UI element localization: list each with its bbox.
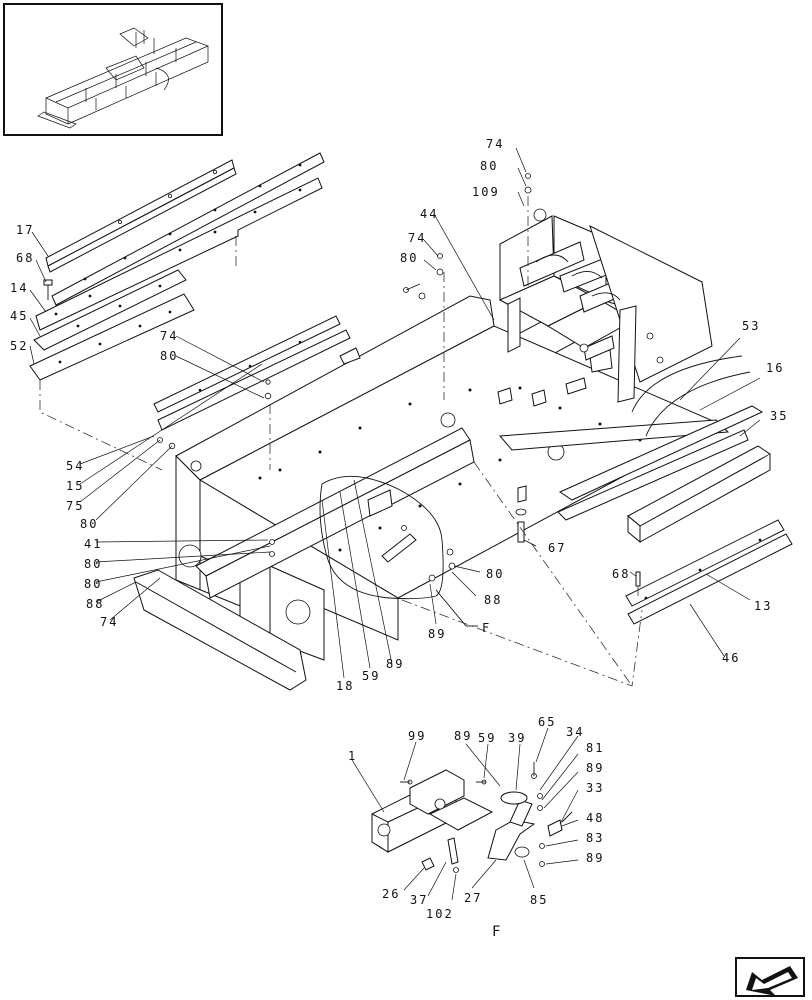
callout-80: 80 xyxy=(80,517,98,531)
plate-upper xyxy=(51,152,325,306)
callout-16: 16 xyxy=(766,361,784,375)
main-frame xyxy=(133,295,771,691)
callout-53: 53 xyxy=(742,319,760,333)
detail-f-title: F xyxy=(492,924,500,940)
callout-67: 67 xyxy=(548,541,566,555)
callout-89: 89 xyxy=(386,657,404,671)
top-rail-17 xyxy=(45,159,237,273)
callout-89: 89 xyxy=(454,729,472,743)
callout-83: 83 xyxy=(586,831,604,845)
plate-52 xyxy=(29,293,195,381)
callout-74: 74 xyxy=(100,615,118,629)
overview-thumbnail xyxy=(3,3,223,136)
plate-14 xyxy=(35,177,323,331)
callout-74: 74 xyxy=(408,231,426,245)
strip-middle xyxy=(153,315,351,431)
centre-lines xyxy=(39,196,643,687)
bolt-68-top xyxy=(43,279,53,300)
callout-68: 68 xyxy=(612,567,630,581)
callout-54: 54 xyxy=(66,459,84,473)
callout-88: 88 xyxy=(86,597,104,611)
callout-68: 68 xyxy=(16,251,34,265)
callout-89: 89 xyxy=(586,851,604,865)
plates-13-46 xyxy=(625,519,793,625)
callout-85: 85 xyxy=(530,893,548,907)
callout-46: 46 xyxy=(722,651,740,665)
callout-15: 15 xyxy=(66,479,84,493)
callout-102: 102 xyxy=(426,907,454,921)
callout-52: 52 xyxy=(10,339,28,353)
callout-labels-detail: 99 89 59 39 65 34 81 89 33 1 48 83 89 26… xyxy=(348,715,604,940)
callout-88: 88 xyxy=(484,593,502,607)
plate-45 xyxy=(33,269,187,351)
callout-80: 80 xyxy=(480,159,498,173)
callout-74: 74 xyxy=(160,329,178,343)
callout-35: 35 xyxy=(770,409,788,423)
callout-34: 34 xyxy=(566,725,584,739)
callout-80: 80 xyxy=(160,349,178,363)
callout-74: 74 xyxy=(486,137,504,151)
callout-59: 59 xyxy=(362,669,380,683)
callout-13: 13 xyxy=(754,599,772,613)
callout-26: 26 xyxy=(382,887,400,901)
callout-99: 99 xyxy=(408,729,426,743)
callout-18: 18 xyxy=(336,679,354,693)
callout-27: 27 xyxy=(464,891,482,905)
section-f-label: F xyxy=(482,621,491,635)
callout-89: 89 xyxy=(586,761,604,775)
callout-48: 48 xyxy=(586,811,604,825)
callout-41: 41 xyxy=(84,537,102,551)
section-f-outline xyxy=(319,475,478,627)
callout-39: 39 xyxy=(508,731,526,745)
callout-80: 80 xyxy=(400,251,418,265)
detail-f-assembly xyxy=(351,727,579,901)
callout-44: 44 xyxy=(420,207,438,221)
callout-59: 59 xyxy=(478,731,496,745)
callout-1: 1 xyxy=(348,749,357,763)
callout-81: 81 xyxy=(586,741,604,755)
callout-80: 80 xyxy=(84,557,102,571)
callout-45: 45 xyxy=(10,309,28,323)
callout-33: 33 xyxy=(586,781,604,795)
callout-89: 89 xyxy=(428,627,446,641)
callout-80: 80 xyxy=(486,567,504,581)
callout-65: 65 xyxy=(538,715,556,729)
callout-14: 14 xyxy=(10,281,28,295)
callout-labels-main: 17 68 14 45 52 74 80 109 44 74 80 74 80 … xyxy=(10,137,788,693)
navigation-arrow-icon[interactable] xyxy=(735,957,805,997)
fasteners xyxy=(157,173,641,587)
callout-75: 75 xyxy=(66,499,84,513)
callout-17: 17 xyxy=(16,223,34,237)
callout-80: 80 xyxy=(84,577,102,591)
rear-assembly xyxy=(498,208,713,403)
leader-lines xyxy=(29,147,761,679)
callout-109: 109 xyxy=(472,185,500,199)
callout-37: 37 xyxy=(410,893,428,907)
